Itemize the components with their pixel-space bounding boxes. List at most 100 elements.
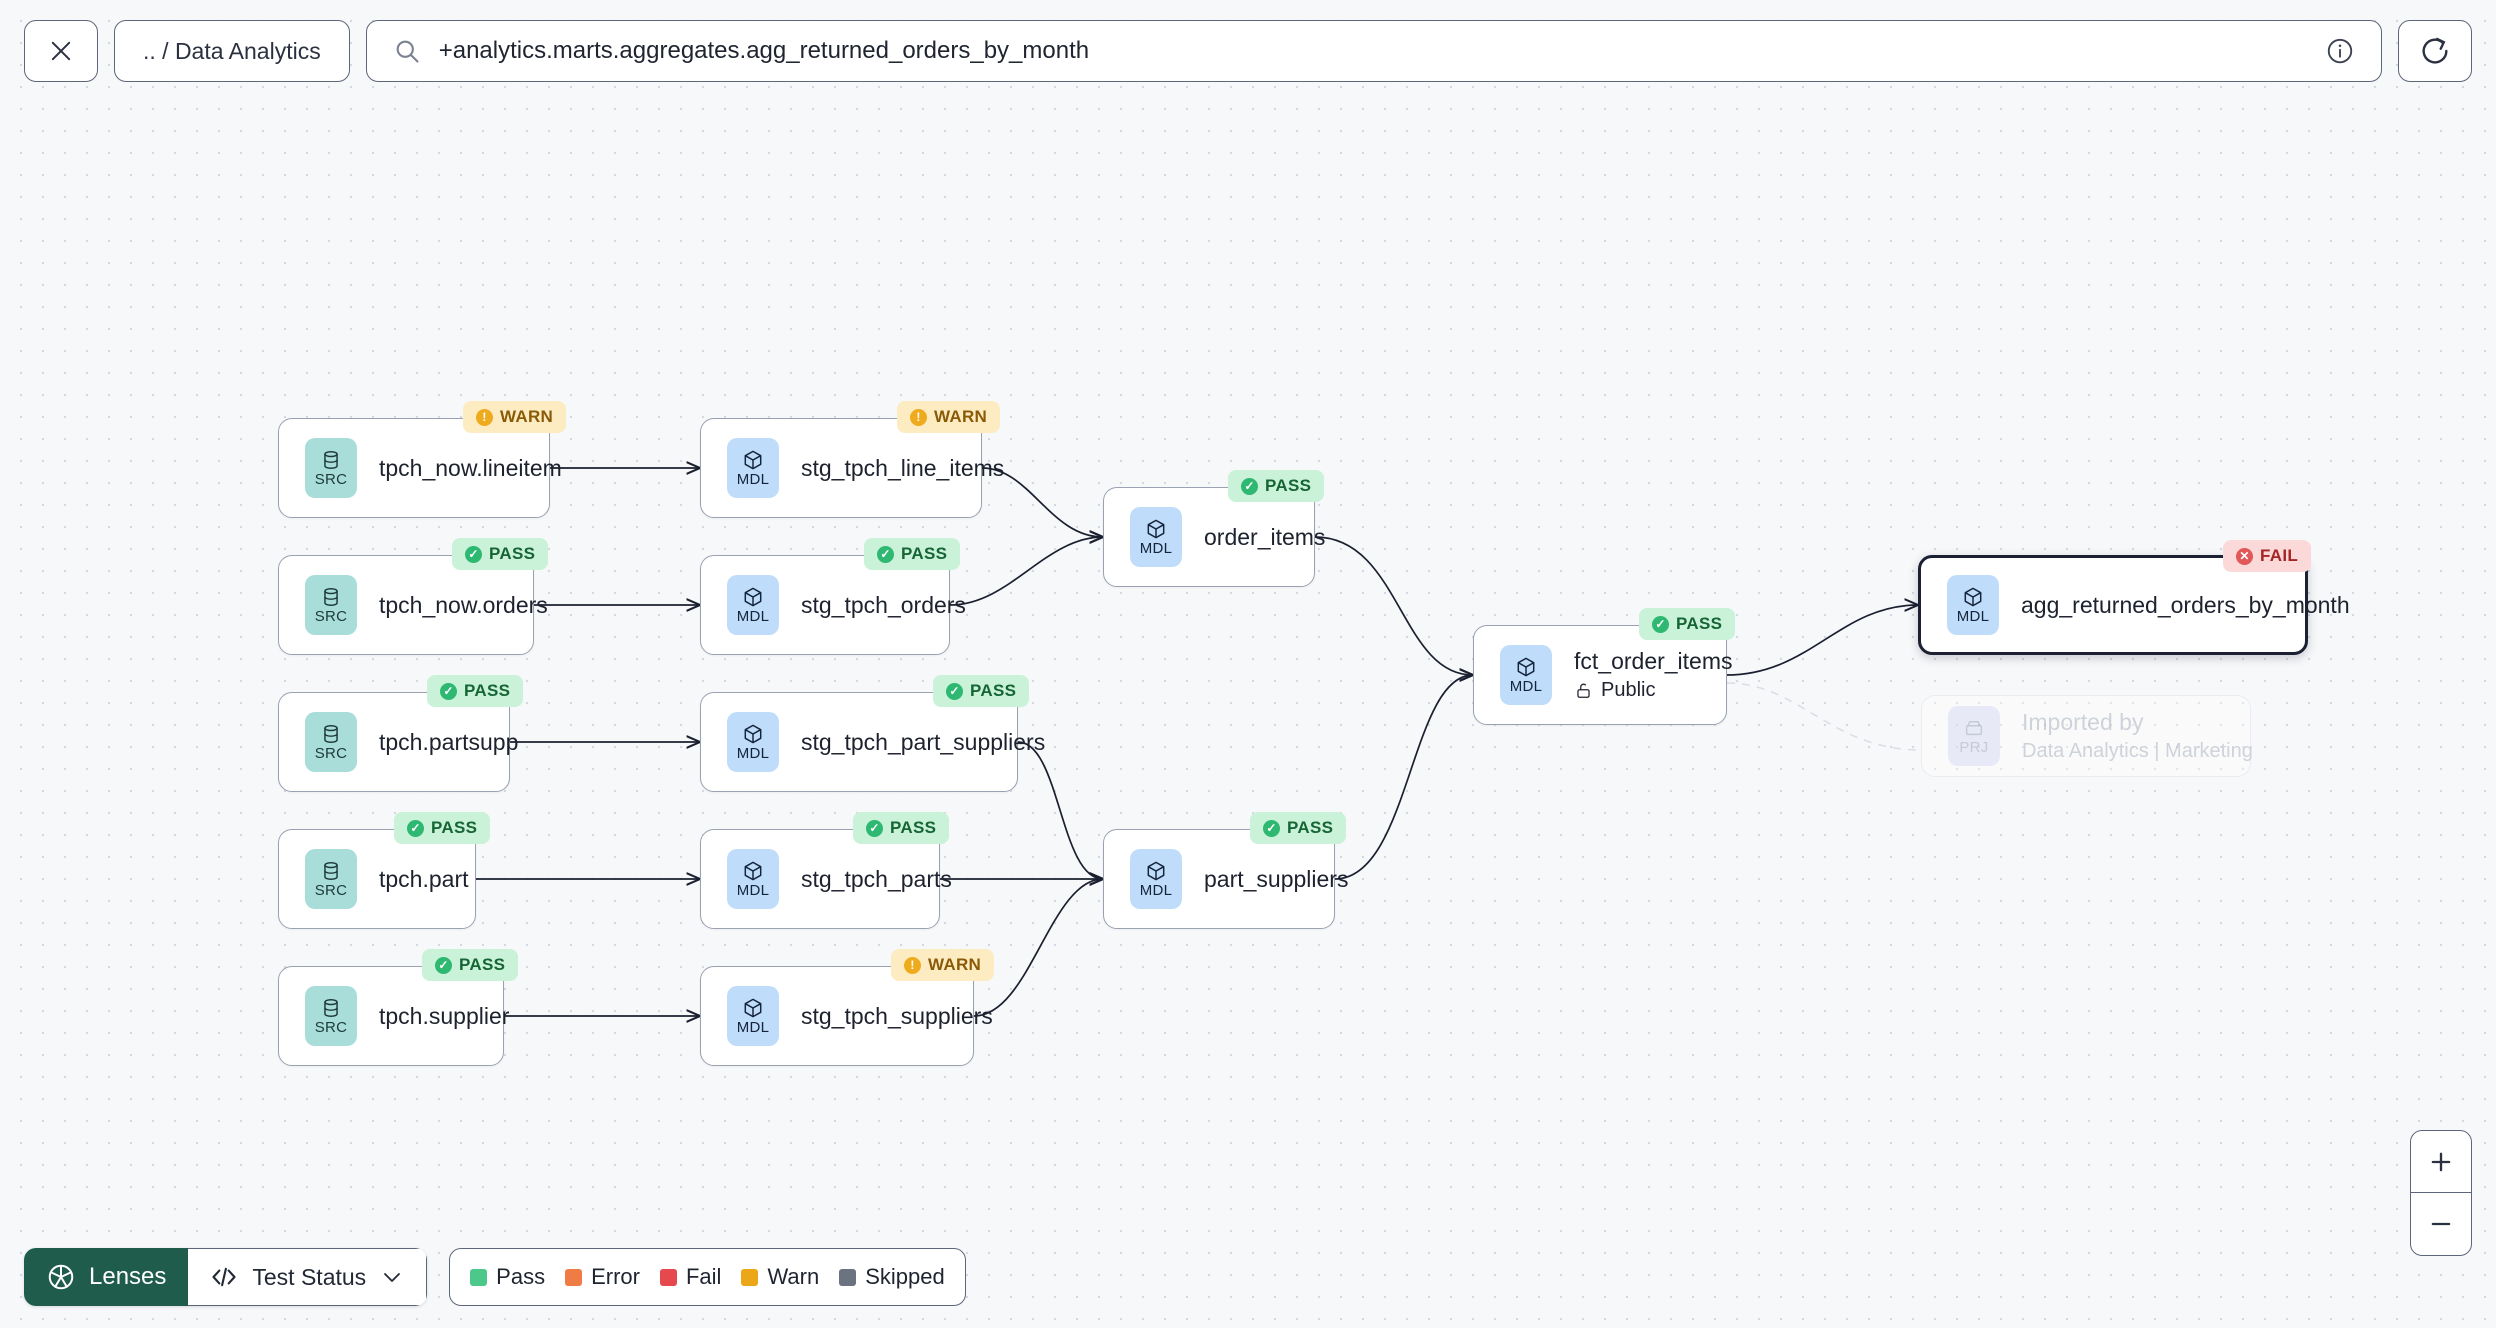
graph-node-src-orders[interactable]: ✓PASS SRC tpch_now.orders	[278, 538, 549, 655]
node-title: tpch.part	[379, 865, 469, 892]
aperture-icon	[48, 1264, 74, 1290]
node-type-badge-src: SRC	[305, 438, 357, 498]
node-type-label: SRC	[314, 608, 348, 625]
node-title: tpch.partsupp	[379, 728, 519, 755]
check-icon: ✓	[946, 682, 963, 700]
node-type-badge-prj: PRJ	[1948, 706, 2000, 766]
code-brackets-icon	[212, 1267, 236, 1287]
node-type-badge-src: SRC	[305, 849, 357, 909]
legend-item-fail: Fail	[659, 1264, 721, 1290]
graph-node-mdl-line-items[interactable]: ! WARN MDL stg_tpch_line_items	[700, 401, 1004, 518]
close-button[interactable]	[24, 20, 98, 82]
graph-node-mdl-agg-returned[interactable]: ✕FAIL MDL agg_returned_orders_by_month	[1918, 540, 2350, 655]
database-icon	[324, 451, 338, 469]
node-title: stg_tpch_orders	[801, 591, 966, 618]
lenses-button[interactable]: Lenses	[24, 1248, 189, 1306]
breadcrumb-label: .. / Data Analytics	[143, 37, 321, 64]
node-type-label: MDL	[736, 1019, 770, 1036]
status-badge-pass: ✓PASS	[853, 812, 950, 844]
project-icon	[1965, 721, 1983, 736]
search-bar[interactable]	[365, 20, 2382, 82]
exclamation-icon: !	[904, 956, 921, 974]
node-type-badge-mdl: MDL	[727, 438, 779, 498]
legend-item-pass: Pass	[470, 1264, 545, 1290]
legend-swatch-error	[565, 1268, 583, 1286]
node-subtitle-label: Public	[1601, 679, 1656, 701]
node-type-label: MDL	[736, 471, 770, 488]
status-badge-label: FAIL	[2260, 546, 2299, 565]
refresh-icon	[2422, 37, 2448, 64]
node-type-badge-mdl: MDL	[727, 986, 779, 1046]
legend-item-warn: Warn	[741, 1264, 819, 1290]
node-type-badge-mdl: MDL	[727, 712, 779, 772]
node-body: tpch_now.orders	[379, 591, 548, 619]
info-circle-icon[interactable]	[2325, 36, 2355, 66]
search-icon	[396, 40, 419, 63]
status-badge-warn: !WARN	[463, 401, 567, 433]
node-body: tpch_now.lineitem	[379, 455, 562, 482]
node-type-badge-mdl: MDL	[1130, 849, 1182, 909]
breadcrumb[interactable]: .. / Data Analytics	[114, 20, 350, 82]
status-badge-label: PASS	[1287, 818, 1334, 837]
legend-label: Error	[591, 1264, 640, 1289]
node-type-badge-mdl: MDL	[727, 575, 779, 635]
node-title: tpch_now.orders	[379, 591, 548, 618]
node-type-badge-src: SRC	[305, 575, 357, 635]
cube-icon	[744, 998, 762, 1018]
status-badge-pass: ✓PASS	[452, 538, 549, 570]
legend-label: Pass	[496, 1264, 546, 1289]
status-badge-warn: ! WARN	[891, 949, 995, 981]
zoom-out-button[interactable]	[2411, 1193, 2471, 1255]
node-body: order_items	[1204, 524, 1325, 551]
node-title: agg_returned_orders_by_month	[2021, 591, 2350, 618]
status-badge-fail: ✕FAIL	[2223, 540, 2312, 572]
node-subtitle: Public	[1574, 679, 1700, 702]
node-body: stg_tpch_line_items	[801, 455, 1004, 482]
legend-item-error: Error	[565, 1264, 640, 1290]
cube-icon	[744, 587, 762, 607]
check-icon: ✓	[866, 819, 883, 837]
zoom-in-button[interactable]	[2411, 1131, 2471, 1193]
graph-node-src-lineitem[interactable]: !WARN SRC tpch_now.lineitem	[278, 401, 567, 518]
check-icon: ✓	[1241, 477, 1258, 495]
exclamation-icon: !	[910, 408, 927, 426]
node-body: stg_tpch_parts	[801, 866, 952, 893]
search-input[interactable]	[438, 37, 2307, 65]
lenses-label: Lenses	[89, 1263, 167, 1290]
ghost-edge	[1726, 682, 1922, 751]
status-badge-label: WARN	[934, 407, 988, 426]
node-type-label: MDL	[1956, 608, 1990, 625]
status-badge-pass: ✓PASS	[864, 538, 961, 570]
database-icon	[324, 588, 338, 606]
node-body: fct_order_items Public	[1574, 648, 1733, 702]
node-type-label: SRC	[314, 1019, 348, 1036]
legend-swatch-skipped	[839, 1268, 857, 1286]
node-subtitle: Data Analytics | Marketing	[2022, 740, 2253, 763]
node-title: part_suppliers	[1204, 865, 1349, 892]
refresh-button[interactable]	[2398, 20, 2472, 82]
zoom-controls	[2410, 1130, 2472, 1256]
cube-icon	[744, 724, 762, 744]
test-status-dropdown[interactable]: Test Status	[188, 1248, 428, 1306]
graph-node-mdl-orders[interactable]: ✓PASS MDL stg_tpch_orders	[700, 538, 966, 655]
node-type-label: PRJ	[1959, 739, 1989, 756]
unlock-icon	[1577, 683, 1590, 698]
status-badge-label: WARN	[928, 955, 982, 974]
node-title: fct_order_items	[1574, 648, 1733, 674]
cube-icon	[744, 861, 762, 881]
database-icon	[324, 862, 338, 880]
legend-swatch-fail	[659, 1268, 677, 1286]
